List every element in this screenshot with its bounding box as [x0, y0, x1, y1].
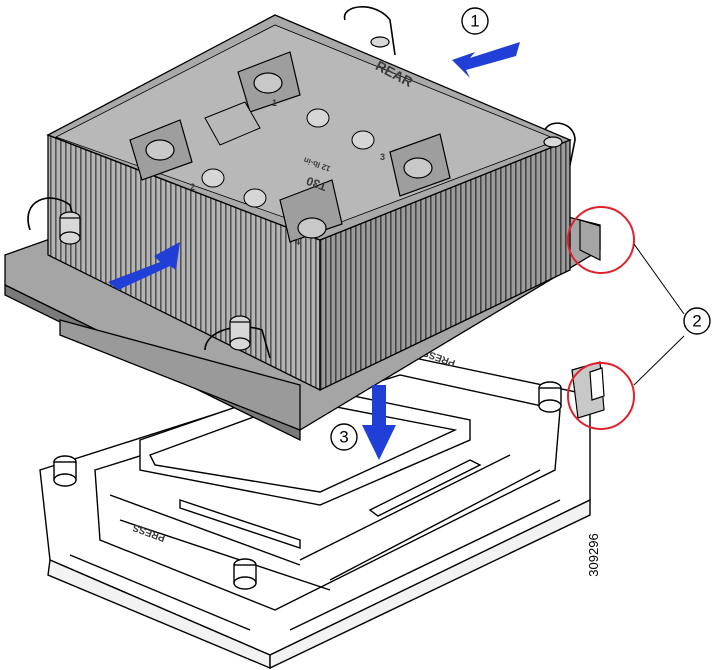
right-latch-clip [571, 219, 605, 419]
retention-wires [27, 6, 576, 359]
insert-arrow-icon [108, 42, 520, 290]
callout-2-leaders [633, 243, 685, 386]
highlight-circle-icon [567, 206, 635, 430]
nut-number-1: 1 [272, 98, 277, 108]
heatsink-nuts [201, 108, 375, 208]
nut-number-3: 3 [380, 152, 385, 162]
callout-3: 3 [330, 423, 358, 451]
svg-text:309296: 309296 [586, 533, 601, 576]
svg-text:1: 1 [470, 12, 479, 31]
nut-number-2: 2 [190, 182, 195, 192]
torx-label: T30 [304, 174, 329, 194]
socket-frame [39, 354, 591, 670]
torque-sequence-legend [204, 101, 261, 146]
svg-text:2: 2 [692, 312, 701, 331]
figure-id: 309296 [586, 533, 601, 576]
svg-text:T30: T30 [304, 174, 329, 194]
callout-2: 2 [683, 307, 711, 335]
screw-icon [59, 36, 563, 351]
press-down-arrow-icon [362, 385, 396, 460]
svg-text:3: 3 [339, 428, 348, 447]
nut-number-4: 4 [295, 237, 300, 247]
heatsink-screw-bays [129, 51, 451, 243]
callout-1: 1 [461, 7, 489, 35]
